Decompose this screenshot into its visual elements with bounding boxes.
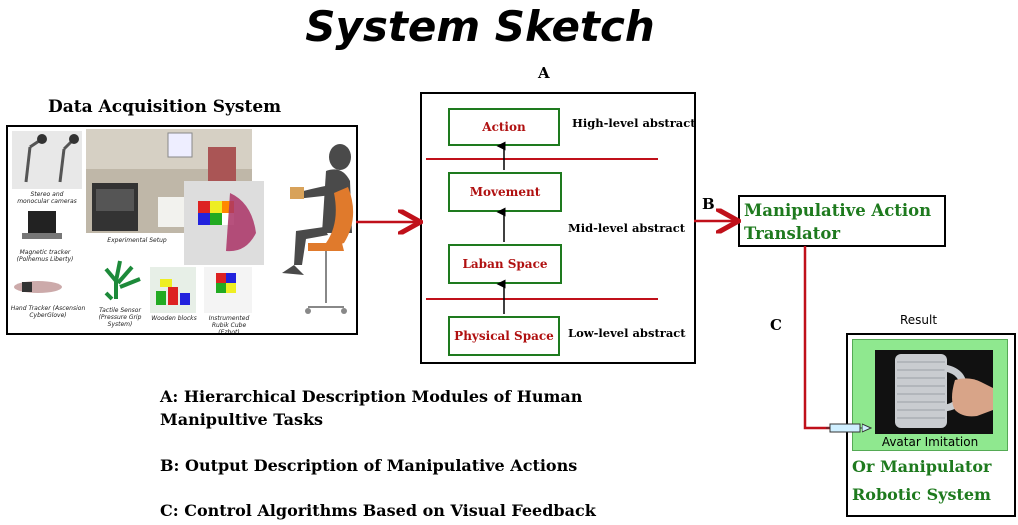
legend-a-line-2: Manipultive Tasks (160, 410, 324, 429)
label-a: A (538, 64, 550, 82)
label-c: C (770, 316, 782, 334)
translator-line-2: Translator (744, 224, 841, 243)
legend-b: B: Output Description of Manipulative Ac… (160, 456, 578, 475)
avatar-imitation-image (875, 350, 993, 434)
avatar-imitation-caption: Avatar Imitation (881, 435, 979, 449)
caption-hand-tracker: Hand Tracker (Ascension CyberGlove) (10, 305, 86, 319)
legend-c: C: Control Algorithms Based on Visual Fe… (160, 501, 596, 520)
tactile-sensor-icon (104, 260, 141, 301)
translator-label: Manipulative Action Translator (744, 199, 931, 245)
data-acquisition-panel: Stereo and monocular cameras Magnetic tr… (6, 125, 358, 335)
separator-mid-low (426, 298, 658, 300)
label-b: B (702, 195, 715, 213)
avatar-panel: Avatar Imitation (852, 339, 1008, 451)
level-mid: Mid-level abstract (568, 221, 686, 235)
caption-tactile-sensor: Tactile Sensor (Pressure Grip System) (98, 307, 142, 328)
data-acquisition-collage (12, 129, 354, 314)
robotic-system-label: Or Manipulator Robotic System (852, 453, 991, 509)
caption-cameras: Stereo and monocular cameras (17, 191, 77, 205)
module-arrows (496, 141, 506, 314)
data-acquisition-title: Data Acquisition System (48, 97, 282, 117)
result-output-box: Avatar Imitation Or Manipulator Robotic … (846, 333, 1016, 517)
separator-high-mid (426, 158, 658, 160)
level-high: High-level abstract (572, 116, 696, 130)
caption-wooden-blocks: Wooden blocks (151, 315, 197, 322)
caption-rubik-cube: Instrumented Rubik Cube (Ezbot) (208, 315, 250, 335)
robotic-line-1: Or Manipulator (852, 457, 992, 476)
robotic-line-2: Robotic System (852, 485, 991, 504)
hierarchy-module-box: Action Movement Laban Space Physical Spa… (420, 92, 696, 364)
legend-a: A: Hierarchical Description Modules of H… (160, 385, 582, 431)
translator-line-1: Manipulative Action (744, 201, 932, 220)
legend-a-line-1: A: Hierarchical Description Modules of H… (160, 387, 583, 406)
caption-experimental-setup: Experimental Setup (107, 237, 167, 244)
module-laban-space: Laban Space (448, 244, 562, 284)
module-physical-space: Physical Space (448, 316, 560, 356)
manipulative-action-translator: Manipulative Action Translator (738, 195, 946, 247)
mug-hand-icon (895, 354, 993, 428)
arrow-to-output (803, 246, 838, 430)
caption-magnetic-tracker: Magnetic tracker (Polhemus Liberty) (16, 249, 74, 263)
level-low: Low-level abstract (568, 326, 686, 340)
tracker-device (28, 211, 56, 233)
page-title: System Sketch (305, 2, 655, 51)
result-label: Result (900, 313, 938, 327)
